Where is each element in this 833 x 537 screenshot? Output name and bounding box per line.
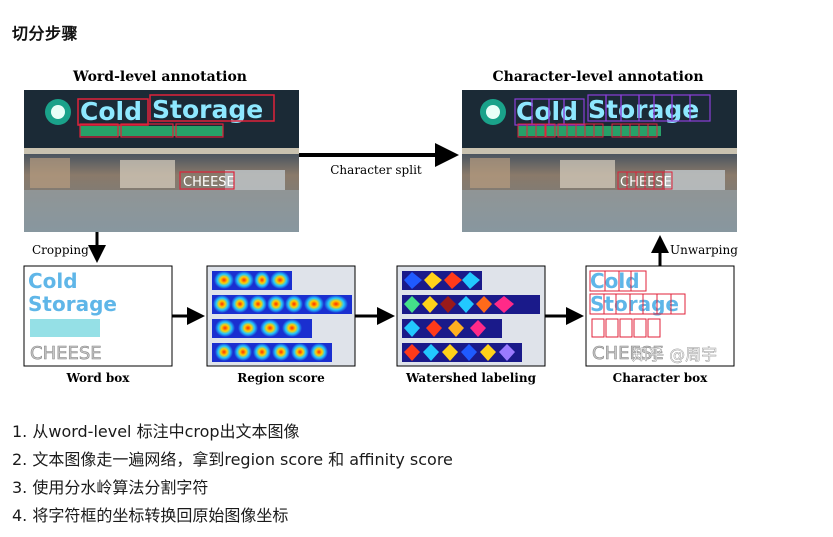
arrow-character-split-label: Character split	[330, 163, 422, 177]
arrow-unwarping-label: Unwarping	[670, 243, 738, 257]
crop-word-cheese: CHEESE	[30, 343, 102, 364]
arrow-cropping-label: Cropping	[32, 243, 89, 257]
word-bbox	[79, 123, 119, 138]
sign-word2-left: Storage	[152, 95, 263, 124]
word-bbox	[120, 123, 174, 138]
char-word-storage: Storage	[590, 292, 679, 316]
step-item: 1. 从word-level 标注中crop出文本图像	[12, 422, 300, 441]
char-word-cheese: CHEESE	[592, 343, 664, 364]
label-word-box: Word box	[66, 371, 131, 385]
word-level-photo: Cold Storage CHEESE	[24, 90, 299, 232]
region-score-panel	[206, 265, 356, 367]
word-box-panel: Cold Storage CHEESE	[23, 265, 173, 367]
word-bbox	[179, 171, 235, 190]
cheese-sign-left: CHEESE	[183, 175, 235, 190]
character-split-figure: Word-level annotation Character-level an…	[23, 69, 738, 385]
step-item: 4. 将字符框的坐标转换回原始图像坐标	[12, 506, 289, 525]
step-item: 3. 使用分水岭算法分割字符	[12, 478, 209, 497]
sign-word1-left: Cold	[80, 97, 142, 126]
crop-word-storage: Storage	[28, 292, 117, 316]
word-level-title: Word-level annotation	[72, 69, 247, 85]
step-item: 2. 文本图像走一遍网络，拿到region score 和 affinity s…	[12, 450, 453, 469]
character-box-panel: Cold Storage CHEESE 知乎 @周宇	[585, 265, 735, 367]
section-heading: 切分步骤	[12, 24, 79, 43]
character-level-title: Character-level annotation	[493, 69, 704, 85]
steps-list: 1. 从word-level 标注中crop出文本图像 2. 文本图像走一遍网络…	[12, 418, 453, 530]
word-bbox	[149, 94, 275, 122]
watermark: 知乎 @周宇	[632, 345, 717, 364]
label-watershed: Watershed labeling	[405, 371, 537, 385]
char-word-cold: Cold	[590, 269, 640, 293]
character-level-photo: Cold Storage CHEESE	[462, 90, 737, 232]
sign-word2-right: Storage	[588, 95, 699, 124]
crop-word-cold: Cold	[28, 269, 78, 293]
sign-word1-right: Cold	[516, 97, 578, 126]
label-region-score: Region score	[237, 371, 325, 385]
cheese-sign-right: CHEESE	[620, 175, 672, 190]
word-bbox	[77, 98, 149, 126]
label-character-box: Character box	[613, 371, 709, 385]
watershed-panel	[396, 265, 546, 367]
word-bbox	[175, 123, 224, 138]
